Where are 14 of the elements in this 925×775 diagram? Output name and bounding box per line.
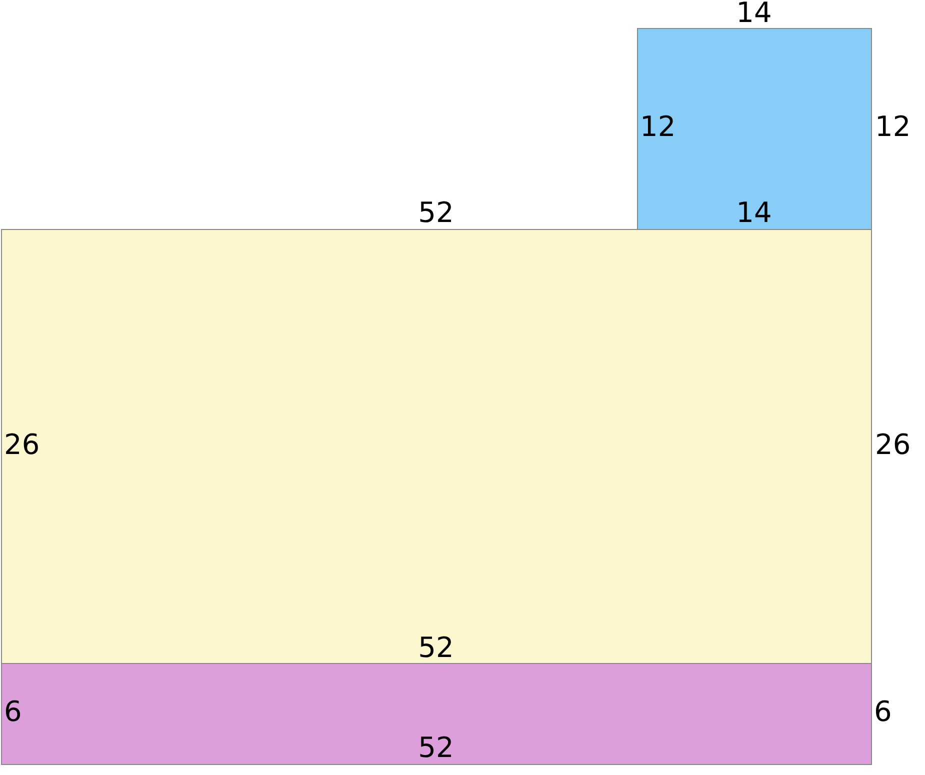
dimension-label: 14 [736, 198, 772, 228]
dimension-label: 52 [418, 633, 454, 663]
dimension-label: 12 [640, 112, 676, 142]
dimension-label: 12 [875, 112, 911, 142]
dimension-label: 26 [875, 430, 911, 460]
dimension-label: 52 [418, 733, 454, 763]
dimension-label: 14 [736, 0, 772, 28]
dimension-label: 6 [4, 697, 22, 727]
rectangle-region [1, 663, 872, 765]
rectangle-region [637, 28, 872, 230]
dimension-label: 52 [418, 198, 454, 228]
dimension-label: 26 [4, 430, 40, 460]
dimension-label: 6 [874, 697, 892, 727]
rectangle-region [1, 229, 872, 664]
